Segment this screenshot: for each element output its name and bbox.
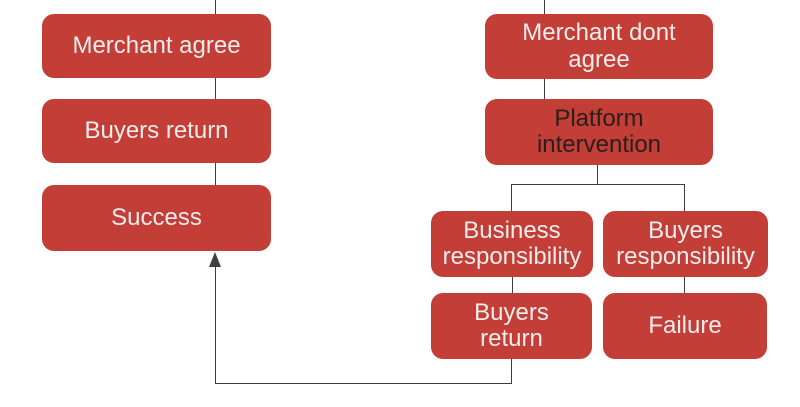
node-business-responsibility: Business responsibility: [431, 211, 593, 277]
connector-feedback-horizontal: [215, 383, 512, 384]
connector-top-to-merchant-agree: [215, 0, 216, 14]
connector-buyers-responsibility-to-failure: [684, 277, 685, 293]
connector-merchant-dont-agree-to-platform: [544, 79, 545, 99]
connector-buyers-return-down: [511, 359, 512, 384]
arrow-up-icon: [209, 252, 221, 267]
connector-top-to-merchant-dont-agree: [544, 0, 545, 14]
connector-merchant-agree-to-buyers-return: [215, 78, 216, 99]
connector-split-horizontal: [511, 184, 685, 185]
connector-split-to-buyers-responsibility: [684, 184, 685, 211]
connector-buyers-return-to-success: [215, 163, 216, 185]
node-buyers-return-right: Buyers return: [431, 293, 592, 359]
node-platform-intervention: Platform intervention: [485, 99, 713, 165]
connector-split-to-business-responsibility: [511, 184, 512, 211]
connector-feedback-up-to-success: [215, 266, 216, 384]
node-buyers-responsibility: Buyers responsibility: [603, 211, 768, 277]
node-merchant-agree: Merchant agree: [42, 14, 271, 78]
node-failure: Failure: [603, 293, 767, 359]
node-success: Success: [42, 185, 271, 251]
connector-business-to-buyers-return: [512, 277, 513, 293]
node-buyers-return-left: Buyers return: [42, 99, 271, 163]
connector-platform-to-split: [597, 165, 598, 184]
node-merchant-dont-agree: Merchant dont agree: [485, 14, 713, 79]
